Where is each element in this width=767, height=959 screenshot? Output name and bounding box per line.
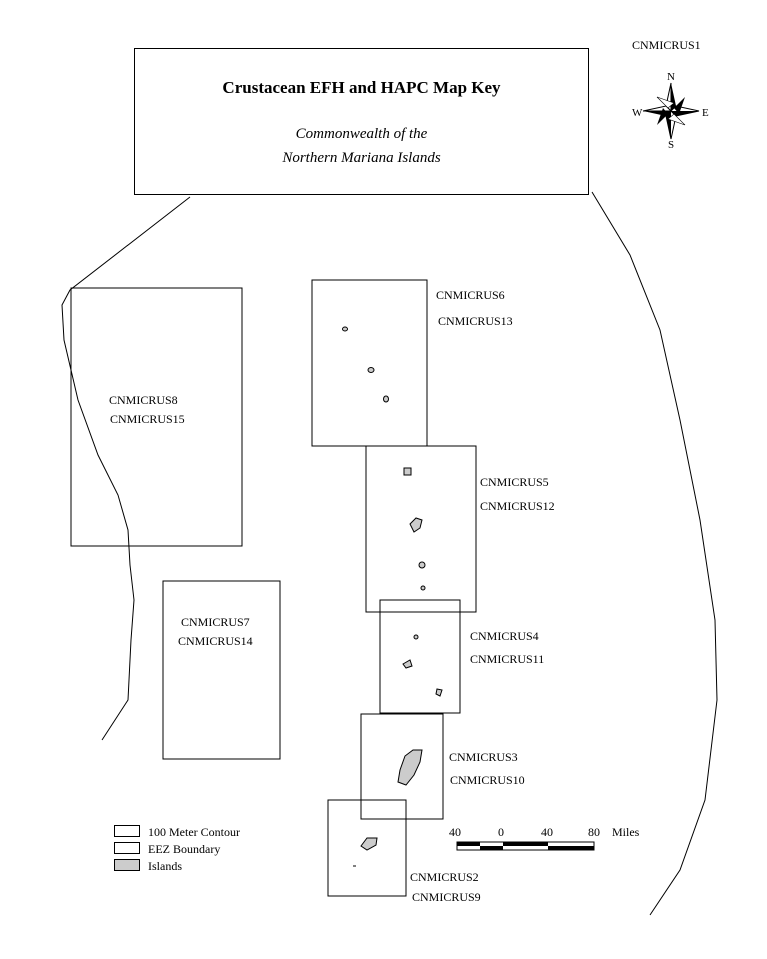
legend-label-eez: EEZ Boundary [148,842,221,856]
map-box-cnmicrus2 [327,799,407,897]
compass-e: E [702,107,709,119]
scale-tick-0: 0 [498,825,504,839]
label-cnmicrus13: CNMICRUS13 [438,314,513,328]
compass-w: W [632,107,643,119]
map-box-cnmicrus3 [360,713,444,820]
map-box-cnmicrus5 [365,445,477,613]
legend-swatch-islands [114,859,140,871]
label-cnmicrus2: CNMICRUS2 [410,870,479,884]
label-cnmicrus6: CNMICRUS6 [436,288,505,302]
legend-swatch-contour [114,825,140,837]
legend-swatch-eez [114,842,140,854]
label-cnmicrus12: CNMICRUS12 [480,499,555,513]
label-cnmicrus9: CNMICRUS9 [412,890,481,904]
label-cnmicrus11: CNMICRUS11 [470,652,545,666]
compass-rose-icon [642,82,700,140]
scale-unit: Miles [612,825,640,839]
scale-tick-80: 80 [588,825,600,839]
map-subtitle-line2: Northern Mariana Islands [282,150,441,166]
label-cnmicrus8: CNMICRUS8 [109,393,178,407]
label-cnmicrus10: CNMICRUS10 [450,773,525,787]
map-box-cnmicrus8 [70,287,243,547]
map-box-cnmicrus7 [162,580,281,760]
scale-tick-neg40: 40 [449,825,461,839]
eez-boundary-east [591,191,718,916]
compass-n: N [667,71,675,83]
map-box-cnmicrus4 [379,599,461,714]
scale-bar [456,841,595,851]
label-cnmicrus4: CNMICRUS4 [470,629,539,643]
map-title: Crustacean EFH and HAPC Map Key [222,78,501,97]
legend-label-islands: Islands [148,859,182,873]
compass-s: S [668,139,675,151]
eez-boundary-west [61,196,191,741]
scale-tick-40: 40 [541,825,553,839]
label-cnmicrus1: CNMICRUS1 [632,38,701,52]
label-cnmicrus5: CNMICRUS5 [480,475,549,489]
label-cnmicrus3: CNMICRUS3 [449,750,518,764]
legend-label-contour: 100 Meter Contour [148,825,240,839]
label-cnmicrus15: CNMICRUS15 [110,412,185,426]
map-subtitle-line1: Commonwealth of the [295,126,428,142]
islands [342,326,443,867]
map-box-cnmicrus6 [311,279,428,447]
label-cnmicrus7: CNMICRUS7 [181,615,250,629]
map-key-title-box: Crustacean EFH and HAPC Map Key Commonwe… [134,48,589,195]
label-cnmicrus14: CNMICRUS14 [178,634,253,648]
